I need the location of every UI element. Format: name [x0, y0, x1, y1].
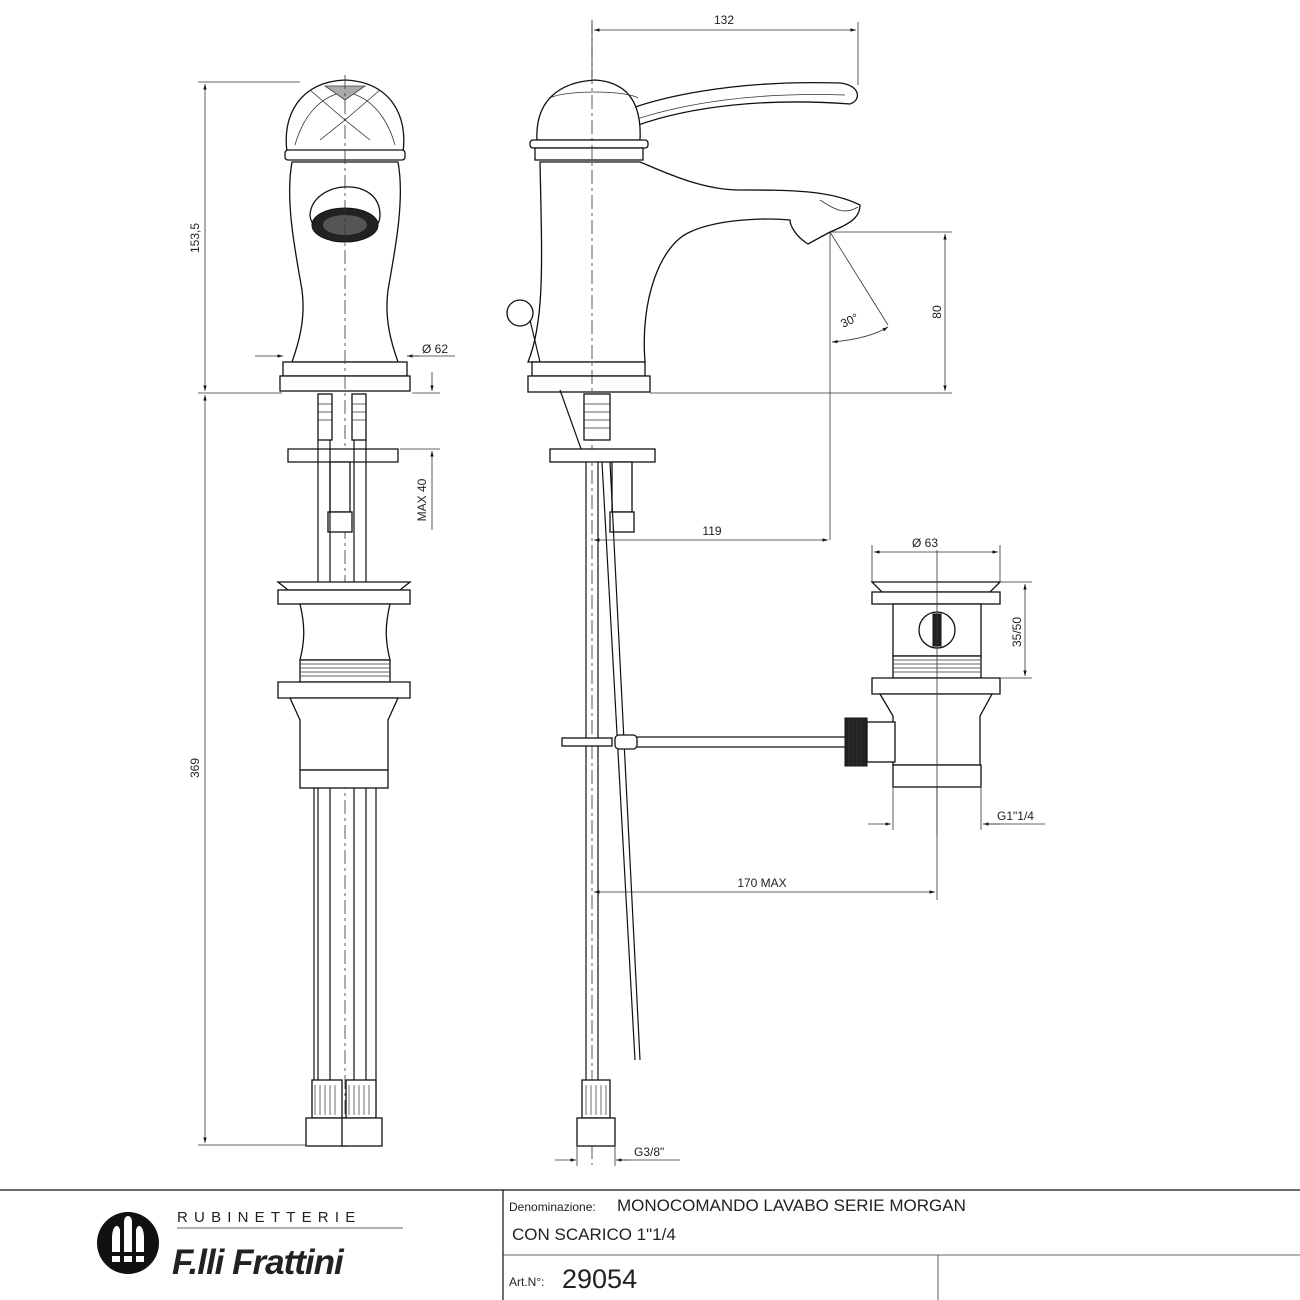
dim-170-max: 170 MAX	[737, 876, 786, 890]
dim-369: 369	[188, 758, 202, 778]
drain-view	[844, 550, 1002, 835]
dim-35-50: 35/50	[1010, 617, 1024, 647]
brand-name: F.lli Frattini	[172, 1243, 345, 1282]
drain-dimensions	[868, 545, 1045, 830]
front-view-dimensions	[198, 81, 455, 1146]
dim-diameter-62: Ø 62	[422, 342, 448, 356]
title-block: RUBINETTERIE F.lli Frattini Denominazion…	[0, 1189, 1300, 1300]
art-number: 29054	[562, 1264, 637, 1294]
dim-80: 80	[930, 305, 944, 319]
dim-diameter-63: Ø 63	[912, 536, 938, 550]
dim-g3-8: G3/8"	[634, 1145, 664, 1159]
dimension-labels: 132 153,5 Ø 62 80 30° MAX 40 119 Ø 63 35…	[188, 13, 1034, 1159]
denominazione-line2: CON SCARICO 1"1/4	[512, 1225, 676, 1244]
denominazione-line1: MONOCOMANDO LAVABO SERIE MORGAN	[617, 1196, 966, 1215]
front-view	[276, 75, 412, 1150]
brand-logo-icon	[97, 1212, 159, 1274]
dim-max-40: MAX 40	[415, 478, 429, 521]
label-denominazione: Denominazione:	[509, 1200, 596, 1214]
side-view	[506, 20, 861, 1165]
brand-subtitle: RUBINETTERIE	[177, 1209, 361, 1226]
dim-g1-1-4: G1"1/4	[997, 809, 1034, 823]
dim-angle-30: 30°	[838, 310, 861, 330]
dim-119: 119	[702, 524, 721, 538]
dim-132: 132	[714, 13, 734, 27]
dim-153-5: 153,5	[188, 223, 202, 253]
label-art-number: Art.N°:	[509, 1275, 544, 1289]
side-view-dimensions	[555, 22, 952, 1166]
